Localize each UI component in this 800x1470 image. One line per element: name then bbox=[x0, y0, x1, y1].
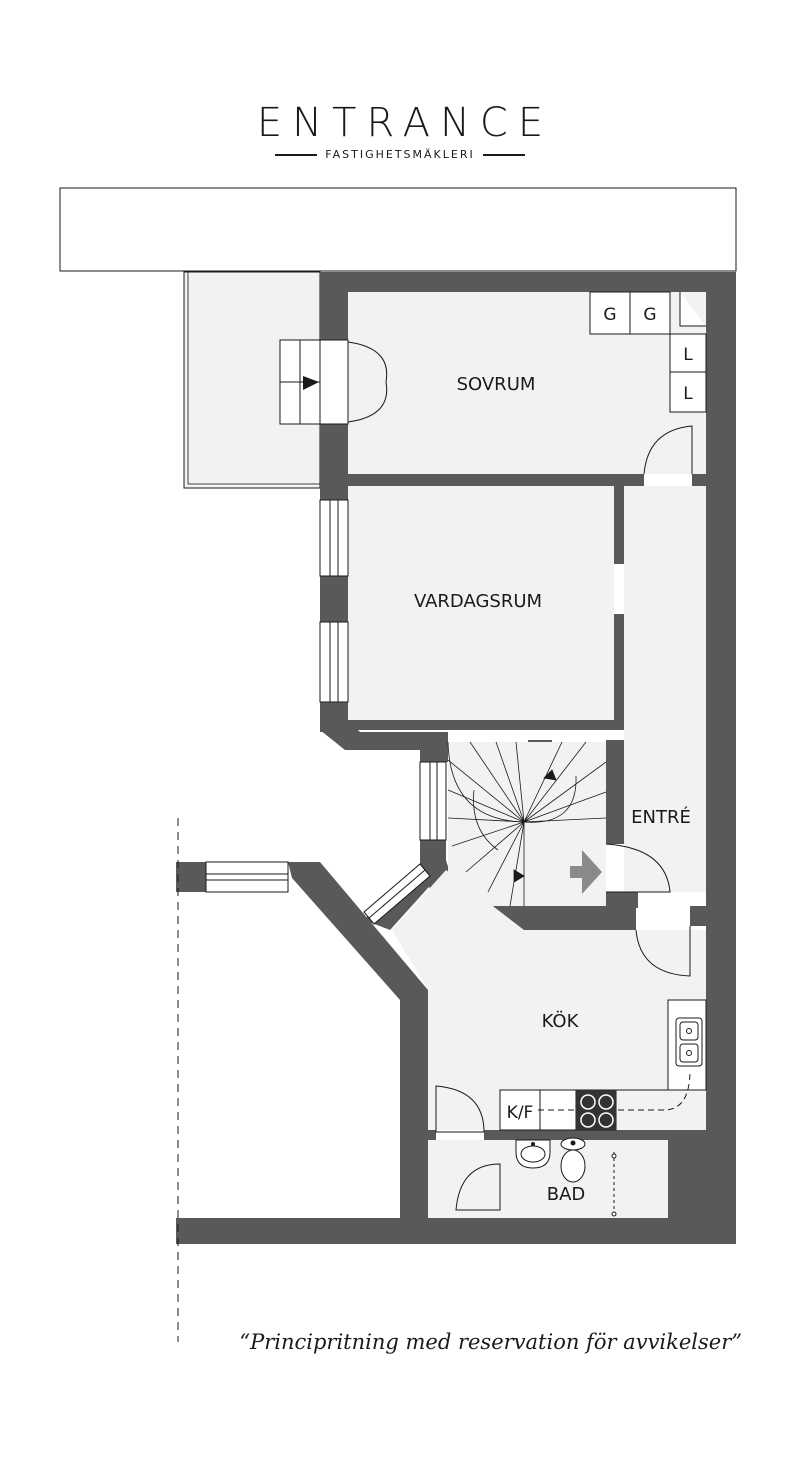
brand-tagline: FASTIGHETSMÄKLERI bbox=[325, 148, 475, 161]
room-label-sovrum: SOVRUM bbox=[457, 374, 536, 395]
room-label-bad: BAD bbox=[547, 1184, 586, 1205]
fridge-freezer-label: K/F bbox=[507, 1103, 534, 1123]
wardrobe-label-g1: G bbox=[603, 305, 616, 325]
toilet-icon bbox=[560, 1137, 586, 1183]
brand-logo: ENTRANCE FASTIGHETSMÄKLERI bbox=[0, 100, 800, 161]
tagline-rule-right bbox=[482, 153, 525, 156]
sink-icon bbox=[675, 1017, 703, 1067]
dishwasher-outline bbox=[538, 1069, 691, 1111]
tagline-rule-left bbox=[275, 153, 318, 156]
room-label-entre: ENTRÉ bbox=[631, 806, 691, 828]
wardrobe-label-l2: L bbox=[683, 384, 693, 404]
building-outline-strip bbox=[59, 187, 737, 272]
balcony-door bbox=[279, 339, 388, 425]
staircase bbox=[447, 741, 607, 907]
room-label-kok: KÖK bbox=[542, 1010, 580, 1032]
brand-tagline-row: FASTIGHETSMÄKLERI bbox=[0, 148, 800, 161]
washbasin-icon bbox=[515, 1139, 551, 1169]
stove-icon bbox=[576, 1090, 616, 1130]
shower-outline bbox=[611, 1152, 617, 1218]
brand-name: ENTRANCE bbox=[256, 100, 554, 146]
disclaimer-note: “Principritning med reservation för avvi… bbox=[239, 1330, 742, 1354]
windows bbox=[205, 499, 447, 925]
room-label-vardagsrum: VARDAGSRUM bbox=[414, 591, 542, 612]
entrance-arrow-icon bbox=[570, 850, 602, 894]
wardrobe-label-g2: G bbox=[643, 305, 656, 325]
doors bbox=[435, 425, 693, 1211]
wardrobe-label-l1: L bbox=[683, 345, 693, 365]
wardrobes bbox=[589, 291, 707, 413]
